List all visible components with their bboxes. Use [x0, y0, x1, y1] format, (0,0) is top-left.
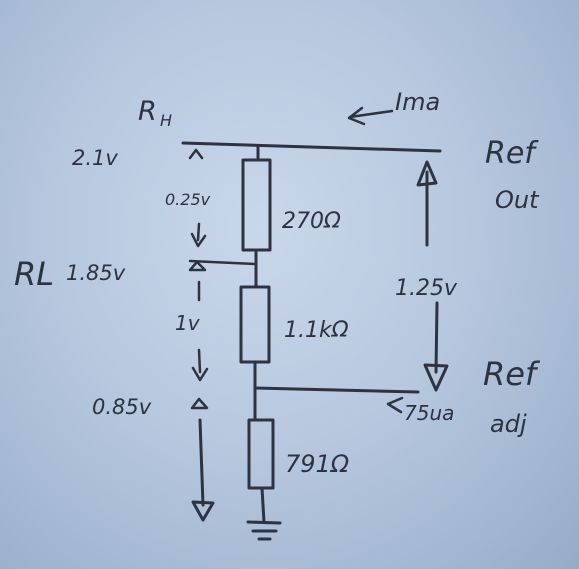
- label-current-top: Ima: [395, 88, 440, 116]
- rl-tap-wire: [188, 259, 258, 266]
- label-v-ref: 1.25v: [395, 276, 458, 301]
- label-r3-value: 791Ω: [285, 450, 350, 478]
- label-ref-out-1: Ref: [485, 136, 539, 171]
- label-r-h-sub: H: [160, 111, 172, 130]
- label-rl: RL: [14, 255, 54, 293]
- current-arrow-left-icon: [347, 106, 394, 126]
- label-ref-adj-1: Ref: [483, 355, 541, 393]
- label-r1-value: 270Ω: [282, 209, 341, 234]
- label-r2-value: 1.1kΩ: [284, 318, 349, 343]
- label-v-mid: 1.85v: [66, 261, 126, 285]
- ref-adj-wire: [253, 386, 420, 394]
- ref-voltage-up-arrow-icon: [416, 160, 438, 247]
- resistor-270: [241, 158, 272, 252]
- wire-to-ground: [260, 486, 266, 524]
- rl-node-marker-icon: [188, 260, 207, 302]
- label-r-h: R: [138, 96, 157, 127]
- drop2-arrows-icon: [190, 348, 209, 410]
- label-current-adj: 75ua: [404, 401, 454, 425]
- ground-symbol: [246, 520, 282, 541]
- ground-voltage-arrow-icon: [191, 418, 215, 522]
- label-v-top: 2.1v: [72, 146, 118, 170]
- label-v-drop2: 1v: [175, 311, 201, 335]
- ref-voltage-down-arrow-icon: [423, 301, 449, 392]
- drop1-arrows-icon: [188, 148, 207, 248]
- label-ref-adj-2: adj: [490, 410, 527, 438]
- label-ref-out-2: Out: [495, 186, 540, 214]
- top-rail-wire: [181, 141, 442, 153]
- resistor-791: [247, 418, 275, 490]
- label-v-drop1: 0.25v: [165, 190, 211, 209]
- adj-current-arrow-left-icon: [386, 396, 404, 414]
- label-v-low: 0.85v: [92, 395, 152, 419]
- resistor-1k1: [239, 285, 271, 364]
